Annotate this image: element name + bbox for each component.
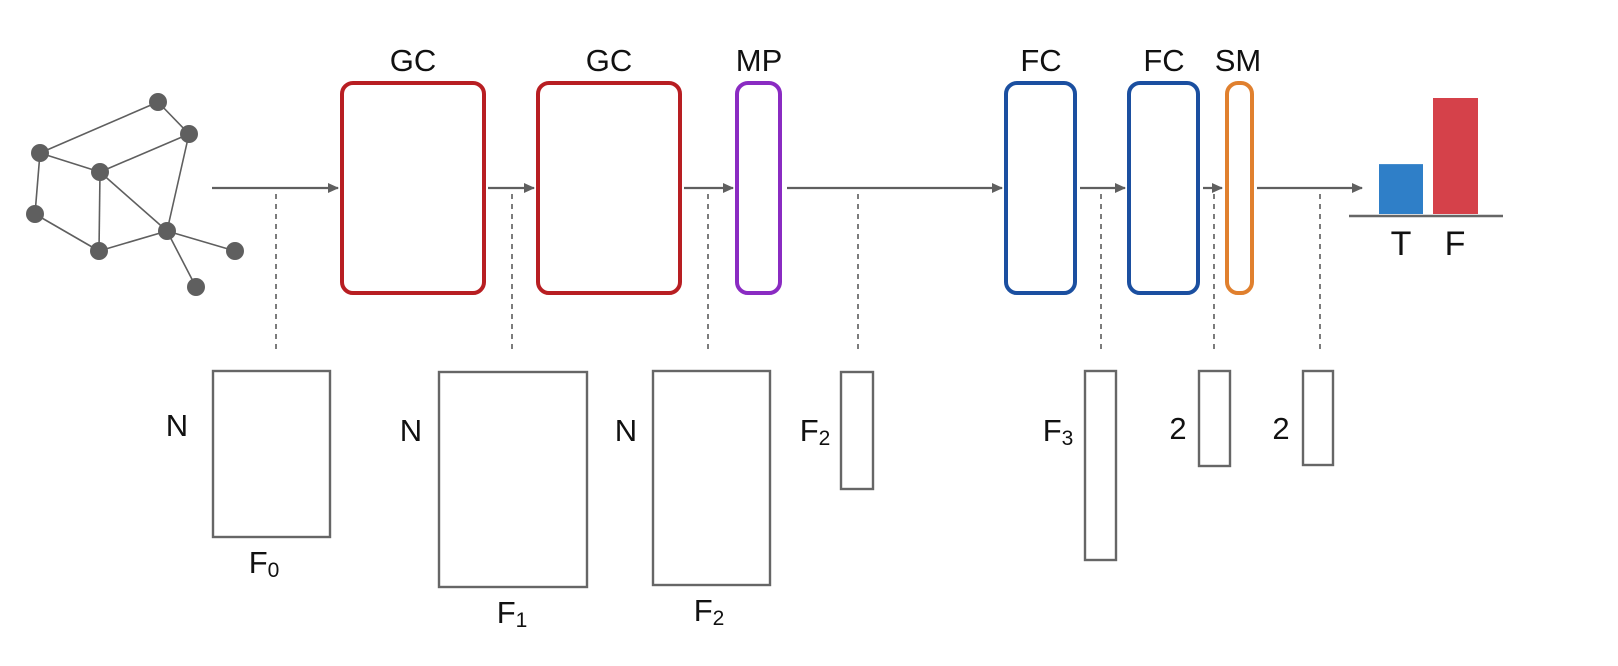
fc-layer-1-label: FC (1020, 43, 1061, 78)
sm-layer-block (1225, 81, 1254, 295)
shape-gc1-bottom-label: F1 (497, 595, 528, 632)
shape-gc2-side-label: N (615, 413, 637, 448)
graph-node (26, 205, 44, 223)
fc-layer-2-block (1127, 81, 1200, 295)
sm-layer-label: SM (1215, 43, 1262, 78)
gc-layer-1-label: GC (390, 43, 437, 78)
shape-fc1-side-label: F3 (1043, 413, 1074, 450)
output-bar-t (1379, 164, 1423, 214)
graph-node (90, 242, 108, 260)
shape-input-side-label: N (166, 408, 188, 443)
mp-layer-label: MP (736, 43, 783, 78)
graph-node (226, 242, 244, 260)
bar-chart-icon: T F (1349, 98, 1503, 263)
gc-layer-1-block (340, 81, 486, 295)
graph-node (31, 144, 49, 162)
graph-node (149, 93, 167, 111)
graph-node (91, 163, 109, 181)
fc-layer-2-label: FC (1143, 43, 1184, 78)
output-label-t: T (1391, 225, 1412, 263)
input-graph-icon (26, 93, 244, 296)
shape-box-fc1 (1083, 369, 1118, 562)
shape-box-gc2 (651, 369, 772, 587)
shape-fc2-side-label: 2 (1169, 411, 1186, 446)
output-label-f: F (1445, 225, 1466, 263)
shape-gc2-bottom-label: F2 (694, 593, 725, 630)
shape-box-mp (839, 370, 875, 491)
gc-layer-2-block (536, 81, 682, 295)
shape-input-bottom-label: F0 (249, 545, 280, 582)
fc-layer-1-block (1004, 81, 1077, 295)
shape-box-gc1 (437, 370, 589, 589)
graph-node (187, 278, 205, 296)
shape-sm-side-label: 2 (1272, 411, 1289, 446)
graph-node (158, 222, 176, 240)
shape-gc1-side-label: N (400, 413, 422, 448)
output-bar-f (1433, 98, 1478, 214)
shape-box-sm (1301, 369, 1335, 467)
shape-box-input (211, 369, 332, 539)
shape-mp-side-label: F2 (800, 413, 831, 450)
mp-layer-block (735, 81, 782, 295)
gc-layer-2-label: GC (586, 43, 633, 78)
shape-box-fc2 (1197, 369, 1232, 468)
graph-node (180, 125, 198, 143)
